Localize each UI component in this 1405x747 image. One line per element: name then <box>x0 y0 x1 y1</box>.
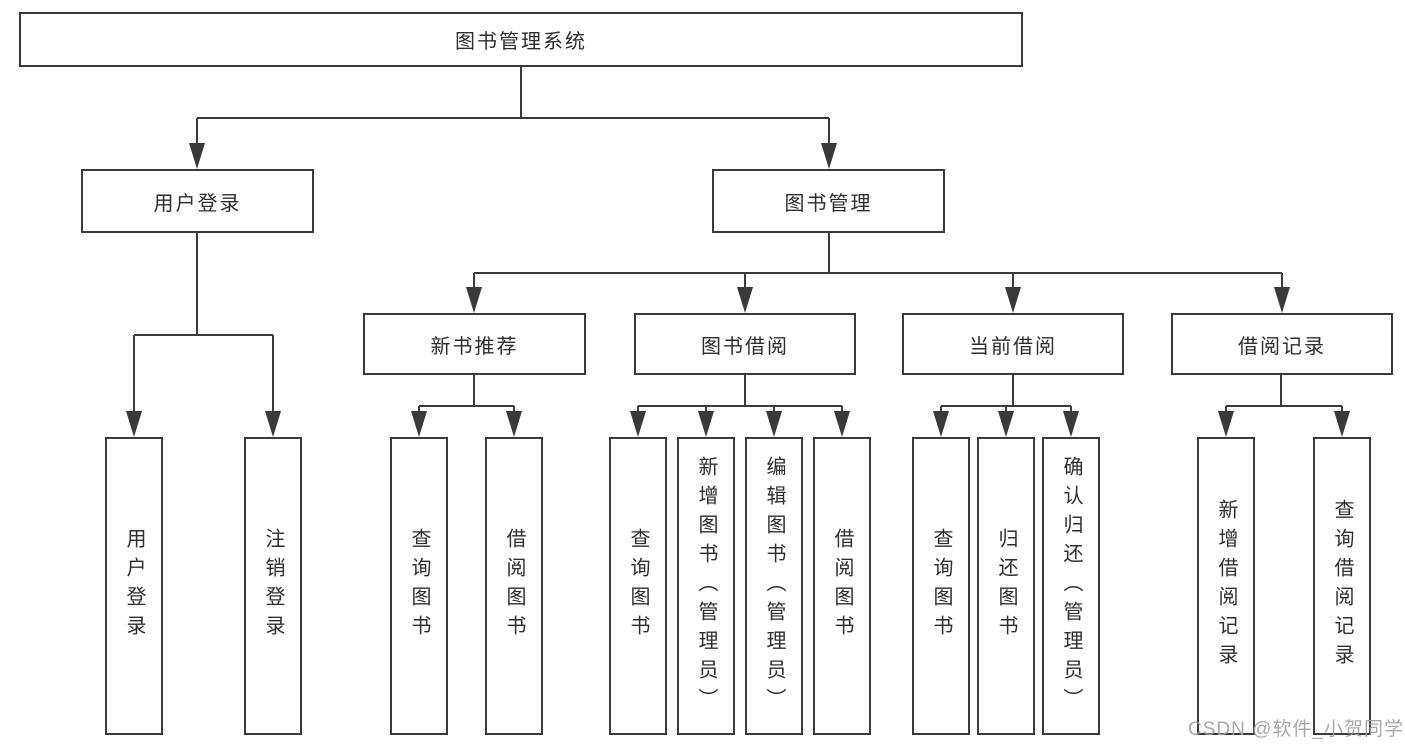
leaf-add-book-admin: 新增图书（管理员） <box>677 437 735 735</box>
leaf-logout: 注销登录 <box>244 437 302 735</box>
node-library-system: 图书管理系统 <box>19 12 1023 67</box>
node-book-borrow: 图书借阅 <box>634 313 856 375</box>
leaf-query-books-borrow: 查询图书 <box>609 437 667 735</box>
leaf-query-books-current: 查询图书 <box>912 437 970 735</box>
leaf-query-books-recommend-label: 查询图书 <box>408 528 430 644</box>
leaf-borrow-books-recommend: 借阅图书 <box>485 437 543 735</box>
leaf-add-borrow-record-label: 新增借阅记录 <box>1215 499 1237 673</box>
csdn-watermark: CSDN @软件_小贺同学 <box>1188 719 1404 740</box>
node-new-book-recommend: 新书推荐 <box>363 313 586 375</box>
leaf-return-book: 归还图书 <box>977 437 1035 735</box>
leaf-borrow-books-label: 借阅图书 <box>831 528 853 644</box>
leaf-return-book-label: 归还图书 <box>995 528 1017 644</box>
leaf-query-books-recommend: 查询图书 <box>390 437 448 735</box>
leaf-borrow-books-recommend-label: 借阅图书 <box>503 528 525 644</box>
leaf-user-login-label: 用户登录 <box>123 528 145 644</box>
node-current-borrow: 当前借阅 <box>902 313 1124 375</box>
leaf-confirm-return-admin: 确认归还（管理员） <box>1042 437 1100 735</box>
leaf-logout-label: 注销登录 <box>262 528 284 644</box>
leaf-add-borrow-record: 新增借阅记录 <box>1197 437 1255 735</box>
leaf-query-books-borrow-label: 查询图书 <box>627 528 649 644</box>
leaf-edit-book-admin-label: 编辑图书（管理员） <box>763 455 785 717</box>
leaf-query-books-current-label: 查询图书 <box>930 528 952 644</box>
node-borrow-records: 借阅记录 <box>1171 313 1393 375</box>
leaf-query-borrow-record-label: 查询借阅记录 <box>1331 499 1353 673</box>
leaf-borrow-books: 借阅图书 <box>813 437 871 735</box>
leaf-query-borrow-record: 查询借阅记录 <box>1313 437 1371 735</box>
leaf-edit-book-admin: 编辑图书（管理员） <box>745 437 803 735</box>
leaf-user-login: 用户登录 <box>105 437 163 735</box>
leaf-add-book-admin-label: 新增图书（管理员） <box>695 455 717 717</box>
node-user-login: 用户登录 <box>81 169 314 233</box>
node-book-management: 图书管理 <box>712 169 945 233</box>
leaf-confirm-return-admin-label: 确认归还（管理员） <box>1060 455 1082 717</box>
